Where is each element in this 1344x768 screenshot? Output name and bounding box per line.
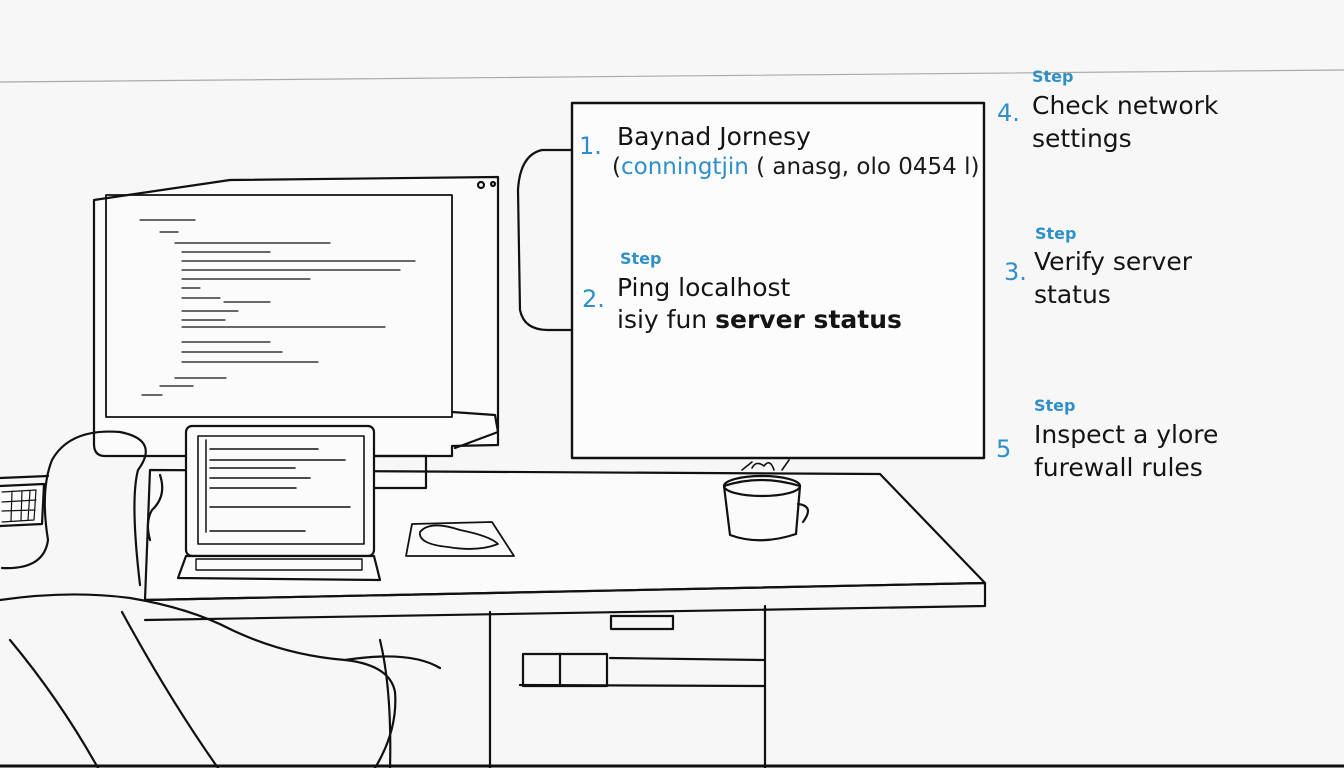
step1-detail-highlight: conningtjin (620, 154, 749, 180)
code-lines (139, 219, 416, 396)
coffee-mug (722, 459, 810, 542)
side-step-number: 3. (1004, 258, 1027, 286)
side-step-tag: Step (1032, 67, 1074, 86)
person (0, 430, 442, 768)
side-step-number: 4. (997, 99, 1020, 127)
step2-title: Ping localhost (617, 273, 791, 302)
keyboard (0, 474, 50, 528)
step1-detail: (conningtjin ( anasg, olo 0454 l) (612, 154, 979, 180)
step2-number: 2. (582, 285, 605, 313)
side-step-line1: Check network (1032, 91, 1219, 120)
laptop (176, 424, 382, 582)
side-step-tag: Step (1035, 224, 1077, 243)
side-step-line1: Verify server (1034, 247, 1193, 276)
side-step-line1: Inspect a ylore (1034, 420, 1219, 449)
step2-detail: isiy fun server status (617, 303, 902, 336)
step1-number: 1. (579, 132, 602, 160)
side-step-line2: settings (1032, 124, 1132, 153)
step2-detail-bold: server status (715, 305, 902, 334)
step1-detail-rest: ( anasg, olo 0454 l) (748, 154, 980, 180)
step1-title: Baynad Jornesy (617, 122, 811, 151)
desktop-monitor (92, 175, 500, 490)
step2-detail-prefix: isiy fun (617, 305, 716, 334)
step2-tag: Step (620, 249, 662, 268)
side-step-tag: Step (1034, 396, 1076, 415)
side-step-line2: furewall rules (1034, 453, 1203, 482)
side-step-number: 5 (996, 435, 1012, 463)
mouse-pad (405, 521, 515, 557)
step1-detail-open: ( (612, 154, 621, 180)
whiteboard (516, 101, 986, 460)
wall-line (0, 69, 1344, 83)
side-step-line2: status (1034, 280, 1111, 309)
